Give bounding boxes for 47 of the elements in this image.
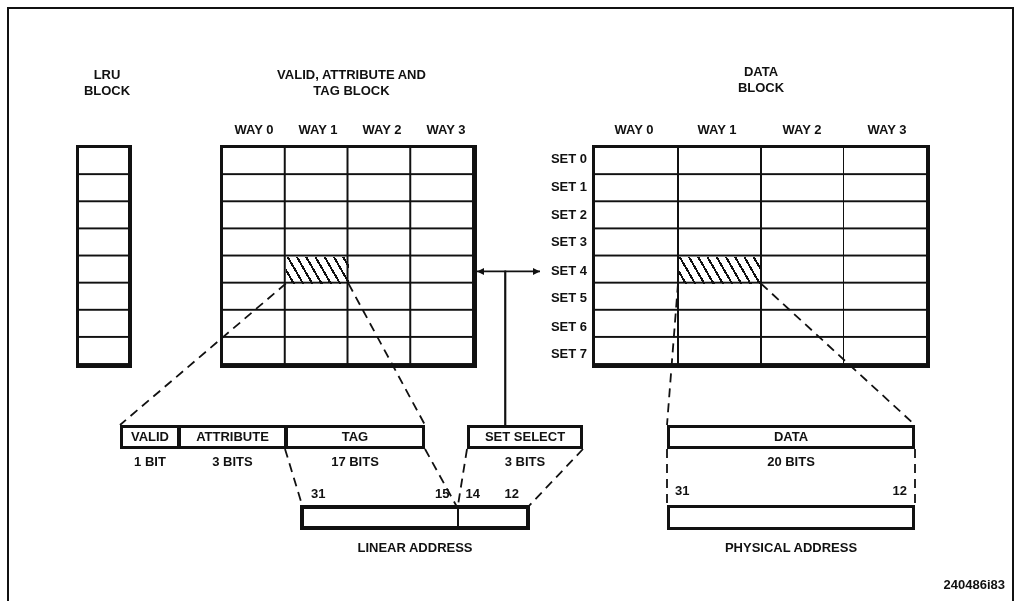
- expansion-line: [666, 282, 679, 426]
- expansion-line: [914, 448, 916, 506]
- bit-number: 31: [311, 486, 326, 501]
- address-caption: PHYSICAL ADDRESS: [724, 540, 858, 555]
- column-header: WAY 1: [697, 122, 737, 137]
- column-header: WAY 1: [298, 122, 338, 137]
- column-header: WAY 2: [782, 122, 822, 137]
- row-label: SET 3: [550, 234, 587, 249]
- column-header: WAY 0: [614, 122, 654, 137]
- bit-range-segment: [303, 508, 458, 527]
- row-label: SET 5: [550, 290, 587, 305]
- bit-number: 31: [675, 483, 690, 498]
- arrow: [504, 267, 541, 426]
- column-header: WAY 0: [234, 122, 274, 137]
- row-label: SET 1: [550, 179, 587, 194]
- bit-width-label: 1 BIT: [134, 454, 166, 469]
- bit-range-segment: [457, 508, 527, 527]
- column-header: WAY 2: [362, 122, 402, 137]
- hatched-entry: [678, 256, 761, 284]
- bit-number: 12: [504, 486, 519, 501]
- bit-width-label: 3 BITS: [212, 454, 253, 469]
- bit-field: SET SELECT: [467, 425, 583, 449]
- bit-width-label: 3 BITS: [504, 454, 546, 469]
- bit-number: 15: [435, 486, 450, 501]
- bit-field: VALID: [120, 425, 180, 449]
- row-label: SET 4: [550, 263, 587, 278]
- bit-field: TAG: [285, 425, 425, 449]
- bit-number: 14: [465, 486, 480, 501]
- bit-field: DATA: [667, 425, 915, 449]
- row-label: SET 6: [550, 319, 587, 334]
- column-header: WAY 3: [867, 122, 907, 137]
- column-header: WAY 3: [426, 122, 466, 137]
- row-label: SET 0: [550, 151, 587, 166]
- row-label: SET 2: [550, 207, 587, 222]
- bit-width-label: 20 BITS: [767, 454, 815, 469]
- expansion-line: [526, 448, 584, 509]
- block-heading: VALID, ATTRIBUTE AND TAG BLOCK: [276, 67, 427, 100]
- bit-number: 12: [892, 483, 907, 498]
- bit-width-label: 17 BITS: [331, 454, 379, 469]
- address-caption: LINEAR ADDRESS: [357, 540, 473, 555]
- figure-number: 240486i83: [943, 577, 1005, 592]
- bit-field: ATTRIBUTE: [178, 425, 287, 449]
- row-label: SET 7: [550, 346, 587, 361]
- hatched-entry: [285, 256, 349, 284]
- block-heading: LRU BLOCK: [82, 67, 132, 100]
- block-heading: DATA BLOCK: [736, 64, 786, 97]
- expansion-line: [666, 448, 668, 506]
